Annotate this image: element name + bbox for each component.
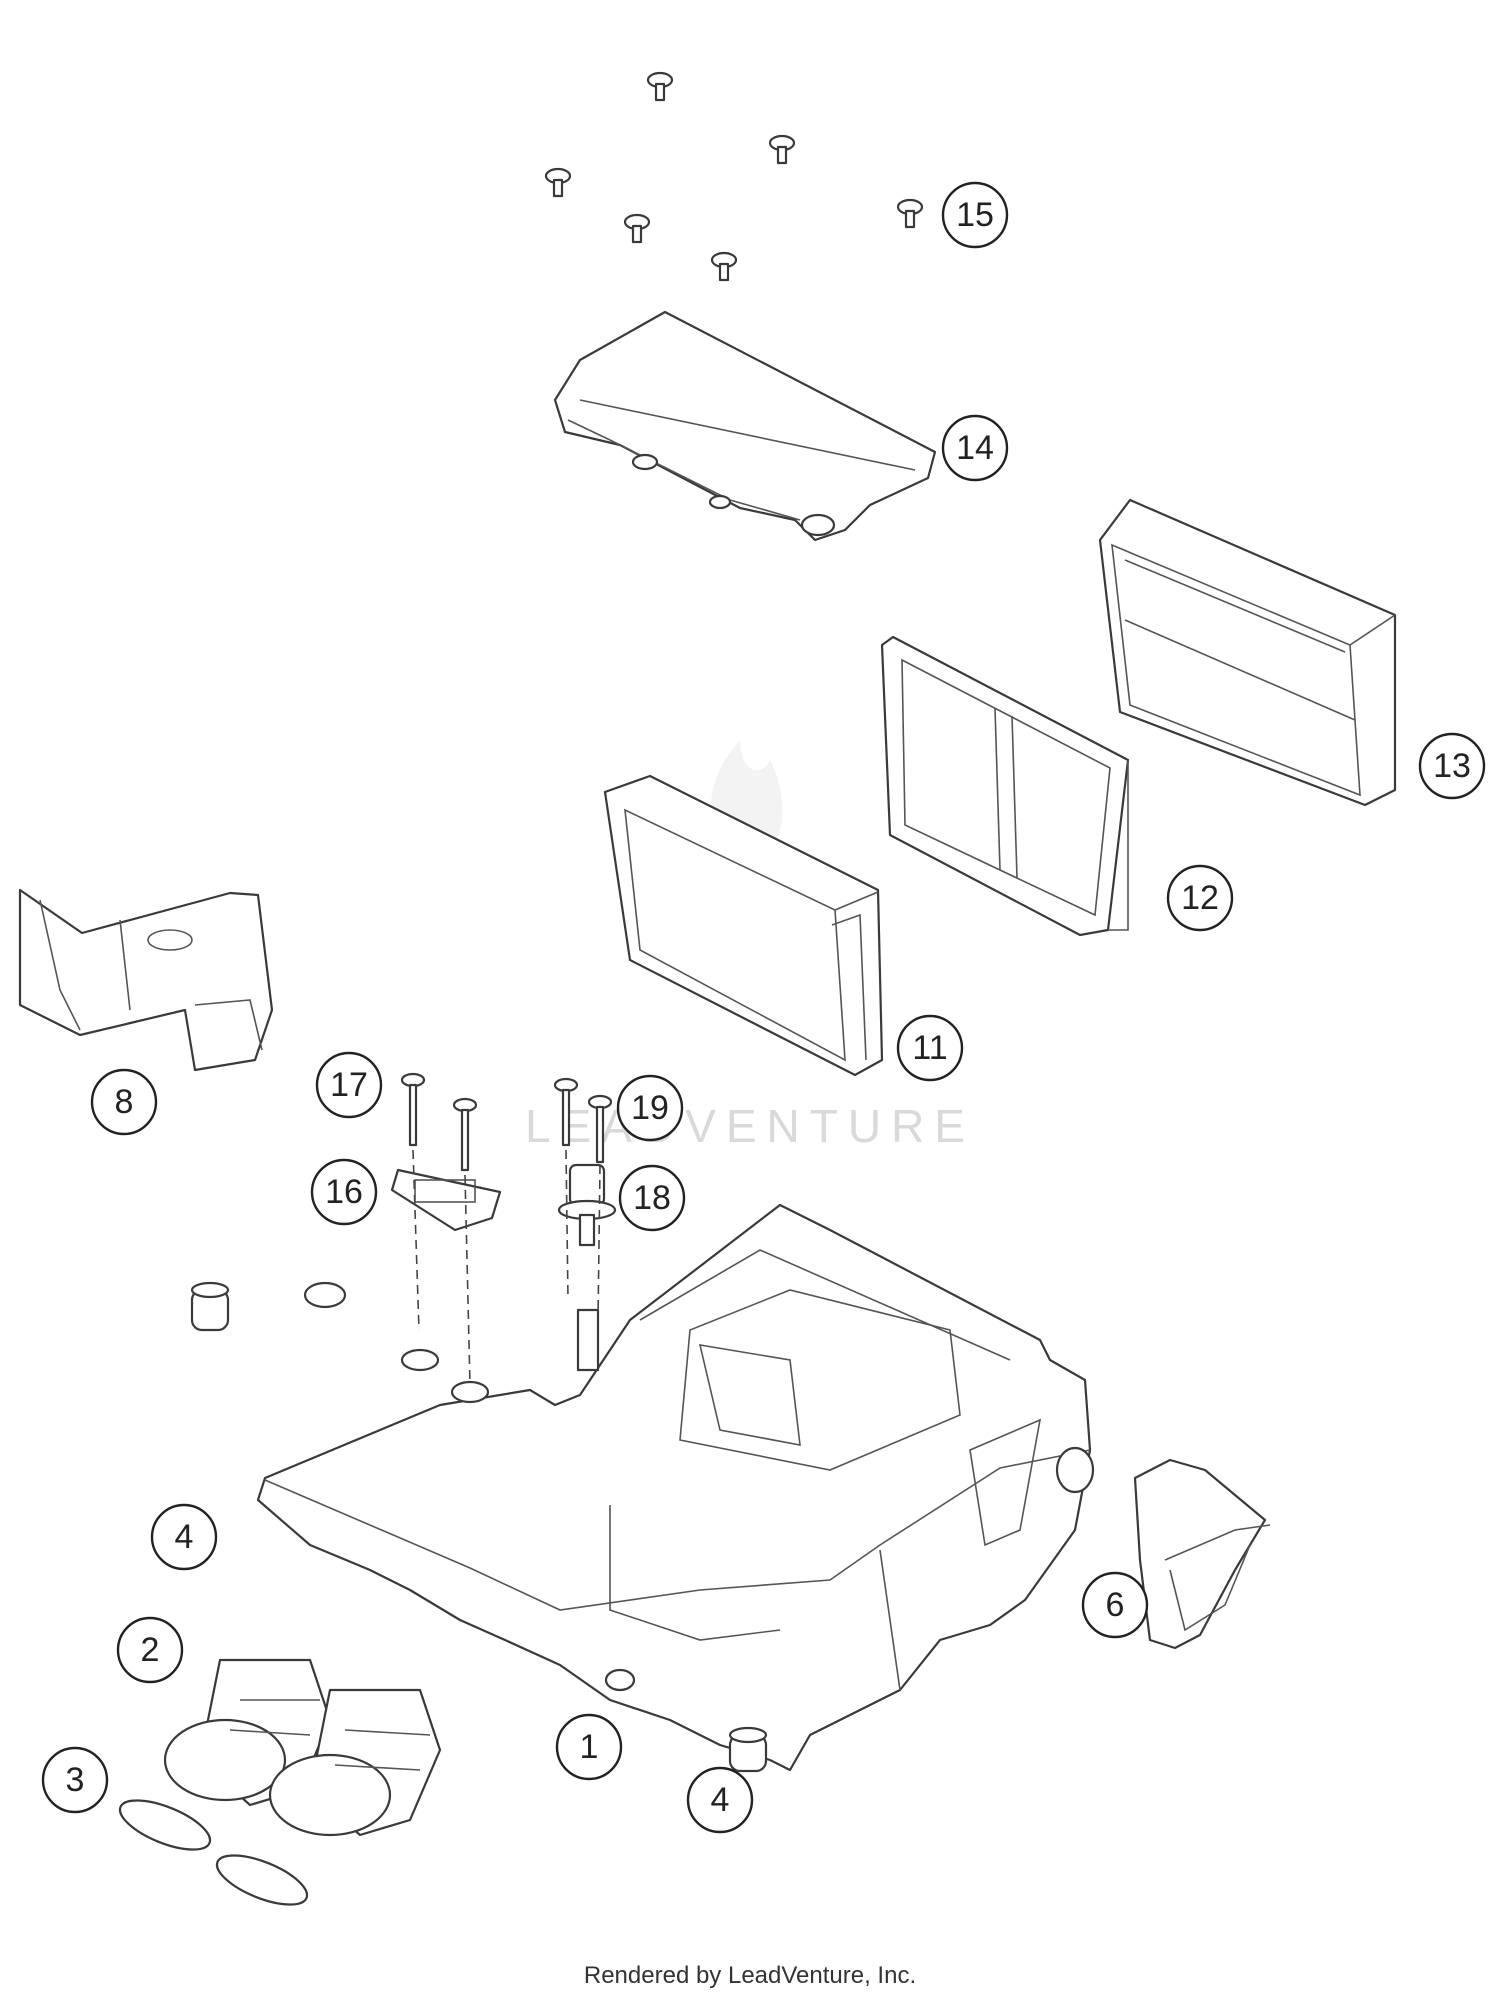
callout-label-8: 8 [115,1083,134,1121]
callout-label-14: 14 [956,429,994,467]
callout-3[interactable]: 3 [41,1746,109,1814]
filter-cage-12 [880,635,1130,937]
render-credit: Rendered by LeadVenture, Inc. [583,1962,917,1989]
sensor-18 [557,1163,617,1247]
callout-label-15: 15 [956,196,994,234]
callout-label-11: 11 [912,1029,947,1067]
callout-15[interactable]: 15 [941,181,1009,249]
airbox-cover-14 [553,310,937,542]
callout-16[interactable]: 16 [310,1158,378,1226]
callout-label-6: 6 [1106,1586,1125,1624]
screws-17 [400,1072,478,1172]
callout-14[interactable]: 14 [941,414,1009,482]
watermark-text: LEADVENTURE [525,1100,975,1152]
callout-label-13: 13 [1433,747,1471,785]
callout-label-16: 16 [325,1173,363,1211]
callout-label-2: 2 [141,1631,160,1669]
assembly-guide-lines [412,1149,601,1386]
callout-4-left[interactable]: 4 [150,1503,218,1571]
intake-boots-2 [163,1658,442,1837]
callout-13[interactable]: 13 [1418,732,1486,800]
filter-element-13 [1098,498,1397,807]
filter-holder-11 [603,774,884,1077]
sleeve-4-left [190,1281,230,1332]
callout-2[interactable]: 2 [116,1616,184,1684]
callout-label-19: 19 [631,1089,669,1127]
airbox-housing-1 [256,1203,1095,1772]
sleeve-4-right [728,1726,768,1773]
screw-set-15 [544,71,924,282]
callout-19[interactable]: 19 [616,1074,684,1142]
bracket-16 [390,1168,502,1232]
callout-18[interactable]: 18 [618,1164,686,1232]
callout-4-right[interactable]: 4 [686,1766,754,1834]
callout-label-1: 1 [580,1728,599,1766]
intake-duct-6 [1133,1458,1271,1650]
callout-label-18: 18 [633,1179,671,1217]
callout-17[interactable]: 17 [315,1051,383,1119]
callout-label-17: 17 [330,1066,368,1104]
hose-clamps-3 [118,1799,309,1906]
callout-label-3: 3 [66,1761,85,1799]
callout-label-4-left: 4 [175,1518,194,1556]
callout-label-12: 12 [1181,879,1219,917]
callout-12[interactable]: 12 [1166,864,1234,932]
callout-11[interactable]: 11 [896,1014,964,1082]
intake-duct-8 [18,888,274,1072]
screws-19 [553,1077,613,1164]
callout-label-4-right: 4 [711,1781,730,1819]
callout-8[interactable]: 8 [90,1068,158,1136]
callout-1[interactable]: 1 [555,1713,623,1781]
callout-6[interactable]: 6 [1081,1571,1149,1639]
